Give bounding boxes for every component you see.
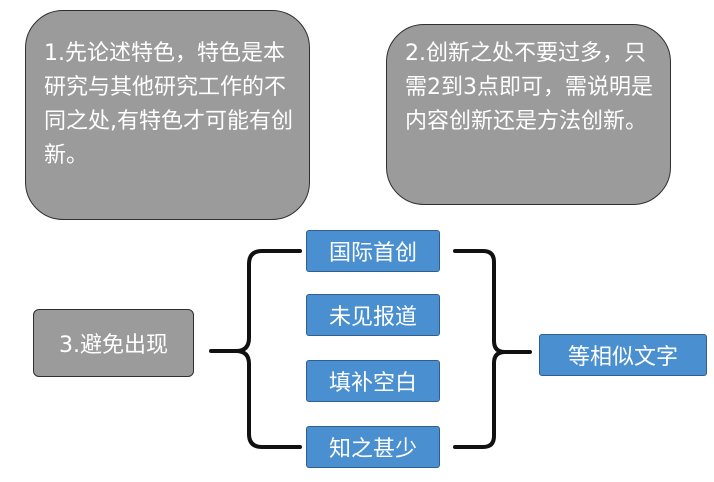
phrase-item-zhizhishenshao: 知之甚少 xyxy=(306,426,440,468)
note-box-1: 1.先论述特色，特色是本研究与其他研究工作的不同之处,有特色才可能有创新。 xyxy=(25,10,310,220)
phrase-item-label: 未见报道 xyxy=(328,305,417,330)
result-box: 等相似文字 xyxy=(539,334,707,376)
phrase-item-guojishouchuang: 国际首创 xyxy=(306,230,440,272)
phrase-item-tianbukongbai: 填补空白 xyxy=(306,360,440,402)
phrase-item-label: 国际首创 xyxy=(328,241,417,266)
note-box-2: 2.创新之处不要过多，只需2到3点即可，需说明是内容创新还是方法创新。 xyxy=(386,24,671,205)
left-brace xyxy=(209,249,302,449)
avoid-label-text: 3.避免出现 xyxy=(59,333,168,358)
phrase-item-weijianbaodao: 未见报道 xyxy=(306,294,440,336)
right-brace xyxy=(453,249,532,449)
avoid-label-box: 3.避免出现 xyxy=(33,309,194,377)
note-box-1-text: 1.先论述特色，特色是本研究与其他研究工作的不同之处,有特色才可能有创新。 xyxy=(44,41,293,168)
note-box-2-text: 2.创新之处不要过多，只需2到3点即可，需说明是内容创新还是方法创新。 xyxy=(405,41,653,134)
phrase-item-label: 填补空白 xyxy=(328,371,417,396)
phrase-item-label: 知之甚少 xyxy=(328,437,417,462)
result-label: 等相似文字 xyxy=(567,345,678,370)
